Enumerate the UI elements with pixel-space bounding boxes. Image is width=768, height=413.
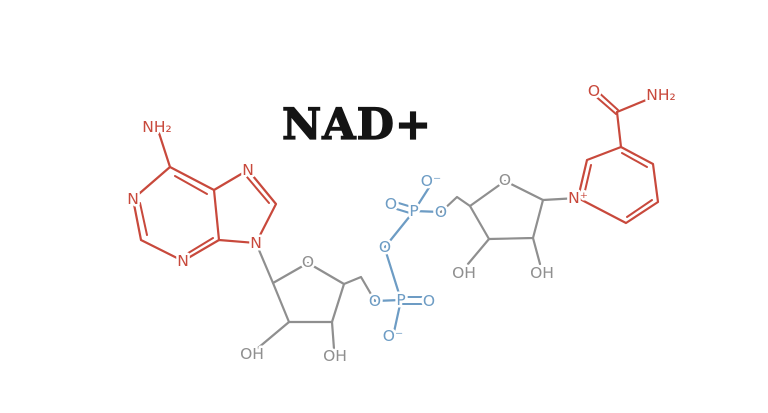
ribose-left-ring-bonds bbox=[271, 261, 346, 324]
ribose-left-group bbox=[254, 241, 377, 351]
phosphate-lower-bonds bbox=[373, 247, 403, 334]
ribose-right-linker-bond bbox=[439, 195, 472, 214]
nicotinamide-amide-double-bond bbox=[592, 89, 619, 115]
bridge-oxygen-label: O bbox=[379, 238, 391, 256]
phosphate-upper-charged-oxygen-label: O⁻ bbox=[421, 172, 441, 190]
phosphate-upper-phosphorus-label: P bbox=[409, 202, 418, 220]
adenine-ring-bonds bbox=[131, 131, 278, 263]
adenine-n7-label: N bbox=[242, 161, 254, 179]
phosphate-upper-double-oxygen-label: O bbox=[385, 195, 397, 213]
ribose-right-substituent-bonds bbox=[466, 236, 542, 266]
adenine-double-bonds bbox=[139, 175, 270, 256]
adenine-amine-label: NH₂ bbox=[142, 118, 171, 136]
phosphate-upper-double-bond bbox=[389, 200, 416, 215]
nicotinamide-ring-bonds bbox=[576, 145, 660, 225]
nicotinamide-amine-label: NH₂ bbox=[646, 86, 675, 104]
phosphate-lower-double-oxygen-label: O bbox=[423, 292, 435, 310]
ribose-left-substituent-bonds bbox=[256, 275, 377, 351]
phosphate-upper-group bbox=[383, 184, 443, 249]
adenine-n9-label: N bbox=[250, 234, 262, 252]
phosphate-upper-ester-oxygen-label: O bbox=[435, 203, 447, 221]
nicotinamide-group bbox=[576, 89, 660, 225]
ribose-right-hydroxyl-a-label: OH bbox=[452, 264, 476, 282]
ribose-right-hydroxyl-b-label: OH bbox=[530, 264, 554, 282]
ribose-right-glycosidic-bond bbox=[541, 196, 580, 202]
phosphate-lower-group bbox=[373, 247, 428, 334]
phosphate-lower-charged-oxygen-label: O⁻ bbox=[383, 327, 403, 345]
nicotinamide-nitrogen-label: N⁺ bbox=[568, 189, 588, 207]
ribose-left-glycosidic-bond bbox=[254, 241, 275, 285]
compound-title: NAD+ bbox=[281, 99, 432, 150]
adenine-group bbox=[131, 131, 278, 263]
adenine-n3-label: N bbox=[177, 252, 189, 270]
ribose-right-ring-bonds bbox=[468, 179, 545, 241]
phosphate-upper-bonds bbox=[383, 184, 443, 249]
ribose-right-oxygen-label: O bbox=[499, 171, 511, 189]
nicotinamide-carbonyl-oxygen-label: O bbox=[588, 82, 600, 100]
atom-labels: NH₂ N N N N O OH OH O P O O⁻ O P O O⁻ O … bbox=[125, 80, 679, 368]
ribose-left-hydroxyl-b-label: OH bbox=[323, 347, 347, 365]
phosphate-lower-double-bond bbox=[402, 296, 428, 305]
ribose-right-group bbox=[439, 179, 580, 266]
phosphate-lower-phosphorus-label: P bbox=[396, 291, 405, 309]
adenine-n1-label: N bbox=[127, 190, 139, 208]
ribose-left-oxygen-label: O bbox=[302, 253, 314, 271]
ribose-left-hydroxyl-a-label: OH bbox=[240, 345, 264, 363]
nicotinamide-double-bonds bbox=[583, 152, 653, 218]
phosphate-lower-ester-oxygen-label: O bbox=[369, 292, 381, 310]
nicotinamide-amide-bonds bbox=[615, 96, 653, 149]
